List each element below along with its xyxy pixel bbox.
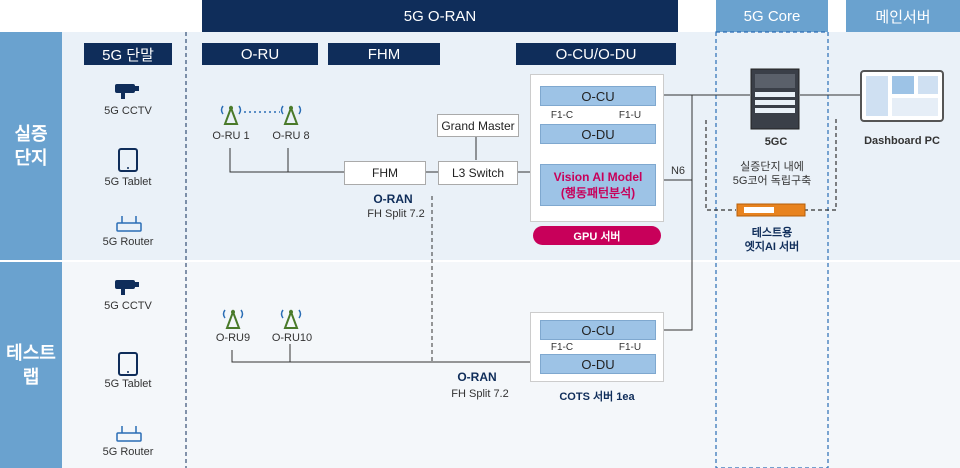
vision-ai-box: Vision AI Model (행동패턴분석) bbox=[540, 164, 656, 206]
ru10-label: O-RU10 bbox=[271, 332, 313, 344]
edge-server-icon bbox=[736, 203, 806, 222]
fhm-column-header: FHM bbox=[328, 43, 440, 65]
cctv-icon bbox=[113, 80, 141, 105]
router-icon bbox=[116, 424, 142, 447]
edge-label-line1: 테스트용 bbox=[751, 227, 793, 239]
oran-logo: O-RAN bbox=[373, 192, 413, 206]
tablet-icon bbox=[118, 148, 138, 177]
vision-ai-title: Vision AI Model bbox=[553, 169, 643, 184]
core-header: 5G Core bbox=[716, 0, 828, 32]
grand-master-box: Grand Master bbox=[437, 114, 519, 137]
core-desc-line1: 실증단지 내에 bbox=[740, 161, 804, 173]
test-router-label: 5G Router bbox=[102, 446, 154, 458]
5gc-label: 5GC bbox=[764, 136, 788, 148]
site-f1c-label: F1-C bbox=[550, 110, 574, 121]
server-rack-icon bbox=[750, 68, 800, 135]
ru9-label: O-RU9 bbox=[215, 332, 251, 344]
cots-label: COTS 서버 1ea bbox=[559, 391, 635, 403]
gpu-server-badge: GPU 서버 bbox=[533, 226, 661, 245]
fhm-box: FHM bbox=[344, 161, 426, 185]
antenna-icon bbox=[280, 102, 302, 131]
test-ocu-box: O-CU bbox=[540, 320, 656, 340]
dashboard-label: Dashboard PC bbox=[864, 135, 940, 147]
antenna-icon bbox=[222, 306, 244, 335]
test-odu-box: O-DU bbox=[540, 354, 656, 374]
site-router-label: 5G Router bbox=[102, 236, 154, 248]
test-cctv-label: 5G CCTV bbox=[104, 300, 152, 312]
tablet-icon bbox=[118, 352, 138, 381]
test-f1u-label: F1-U bbox=[618, 342, 642, 353]
main-server-header: 메인서버 bbox=[846, 0, 960, 32]
test-f1c-label: F1-C bbox=[550, 342, 574, 353]
site-tablet-label: 5G Tablet bbox=[104, 176, 152, 188]
ru1-label: O-RU 1 bbox=[212, 130, 250, 142]
antenna-icon bbox=[280, 306, 302, 335]
site-cctv-label: 5G CCTV bbox=[104, 105, 152, 117]
cctv-icon bbox=[113, 276, 141, 301]
site-fh-split-label: FH Split 7.2 bbox=[367, 208, 425, 220]
dashboard-pc-icon bbox=[860, 70, 944, 127]
site-row-bg bbox=[0, 32, 960, 260]
edge-label-line2: 엣지AI 서버 bbox=[744, 241, 800, 253]
site-f1u-label: F1-U bbox=[618, 110, 642, 121]
testbed-row-bg bbox=[0, 262, 960, 468]
l3-switch-box: L3 Switch bbox=[438, 161, 518, 185]
oran-logo: O-RAN bbox=[457, 370, 497, 384]
test-tablet-label: 5G Tablet bbox=[104, 378, 152, 390]
site-ocu-box: O-CU bbox=[540, 86, 656, 106]
oran-header: 5G O-RAN bbox=[202, 0, 678, 32]
n6-label: N6 bbox=[670, 165, 686, 177]
antenna-icon bbox=[220, 102, 242, 131]
site-odu-box: O-DU bbox=[540, 124, 656, 144]
site-row-label: 실증 단지 bbox=[0, 32, 62, 260]
router-icon bbox=[116, 214, 142, 237]
oru-column-header: O-RU bbox=[202, 43, 318, 65]
core-desc-line2: 5G코어 독립구축 bbox=[732, 175, 812, 187]
terminal-column-header: 5G 단말 bbox=[84, 43, 172, 65]
vision-ai-subtitle: (행동패턴분석) bbox=[560, 185, 636, 200]
ocu-odu-column-header: O-CU/O-DU bbox=[516, 43, 676, 65]
ru8-label: O-RU 8 bbox=[272, 130, 310, 142]
test-fh-split-label: FH Split 7.2 bbox=[451, 388, 509, 400]
testbed-row-label: 테스트 랩 bbox=[0, 262, 62, 468]
